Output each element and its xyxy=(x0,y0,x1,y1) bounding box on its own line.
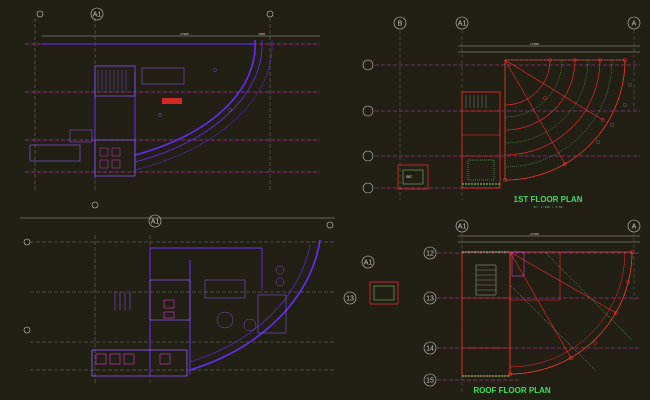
top-left-plan: A1 23900 3800 xyxy=(25,7,320,190)
grid-row-15 xyxy=(362,182,374,194)
svg-text:3800: 3800 xyxy=(258,32,265,36)
roof-grid-bubble-a1-label: A1 xyxy=(458,224,467,231)
detail-bubble-a1 xyxy=(361,255,375,269)
detail-bubble-13 xyxy=(343,291,357,305)
svg-text:15: 15 xyxy=(426,378,434,385)
grid-bubble-a-label: A xyxy=(632,21,637,28)
grid-row-14 xyxy=(362,150,374,162)
grid-bubble-a1-label: A1 xyxy=(458,21,467,28)
roof-grid-row-12 xyxy=(423,246,437,260)
grid-bubble-label: A1 xyxy=(151,219,160,226)
svg-text:12: 12 xyxy=(426,251,434,258)
grid-row-13 xyxy=(362,105,374,117)
grid-bubble-a1 xyxy=(455,16,469,30)
roof-grid-bubble-a-label: A xyxy=(632,224,637,231)
svg-text:27900: 27900 xyxy=(530,42,539,46)
svg-text:14: 14 xyxy=(426,346,434,353)
roof-grid-row-14 xyxy=(423,341,437,355)
roof-grid-row-13 xyxy=(423,291,437,305)
grid-bubble-b-label: B xyxy=(398,21,403,28)
detail-bubble-13-label: 13 xyxy=(346,296,354,303)
svg-text:23900: 23900 xyxy=(180,32,189,36)
svg-text:27900: 27900 xyxy=(530,232,539,236)
grid-bubble-b xyxy=(393,16,407,30)
roof-floor-plan: A1 A 12 13 14 15 27900 xyxy=(343,219,641,395)
first-floor-title: 1ST FLOOR PLAN xyxy=(514,195,583,204)
grid-bubble xyxy=(90,7,104,21)
grid-bubble-label: A1 xyxy=(93,12,102,19)
detail-bubble-a1-label: A1 xyxy=(364,260,373,267)
first-floor-scale: SC: 1:100 / 1:50 xyxy=(534,205,563,209)
grid-row-12 xyxy=(362,59,374,71)
bottom-left-plan: A1 xyxy=(20,201,335,385)
roof-floor-title: ROOF FLOOR PLAN xyxy=(473,386,551,395)
roof-grid-row-15 xyxy=(423,373,437,387)
svg-text:SEC: SEC xyxy=(406,175,412,179)
grid-bubble-a xyxy=(627,16,641,30)
first-floor-plan: B A1 A 27900 xyxy=(362,16,641,209)
grid-bubble xyxy=(148,214,162,228)
svg-text:13: 13 xyxy=(426,296,434,303)
